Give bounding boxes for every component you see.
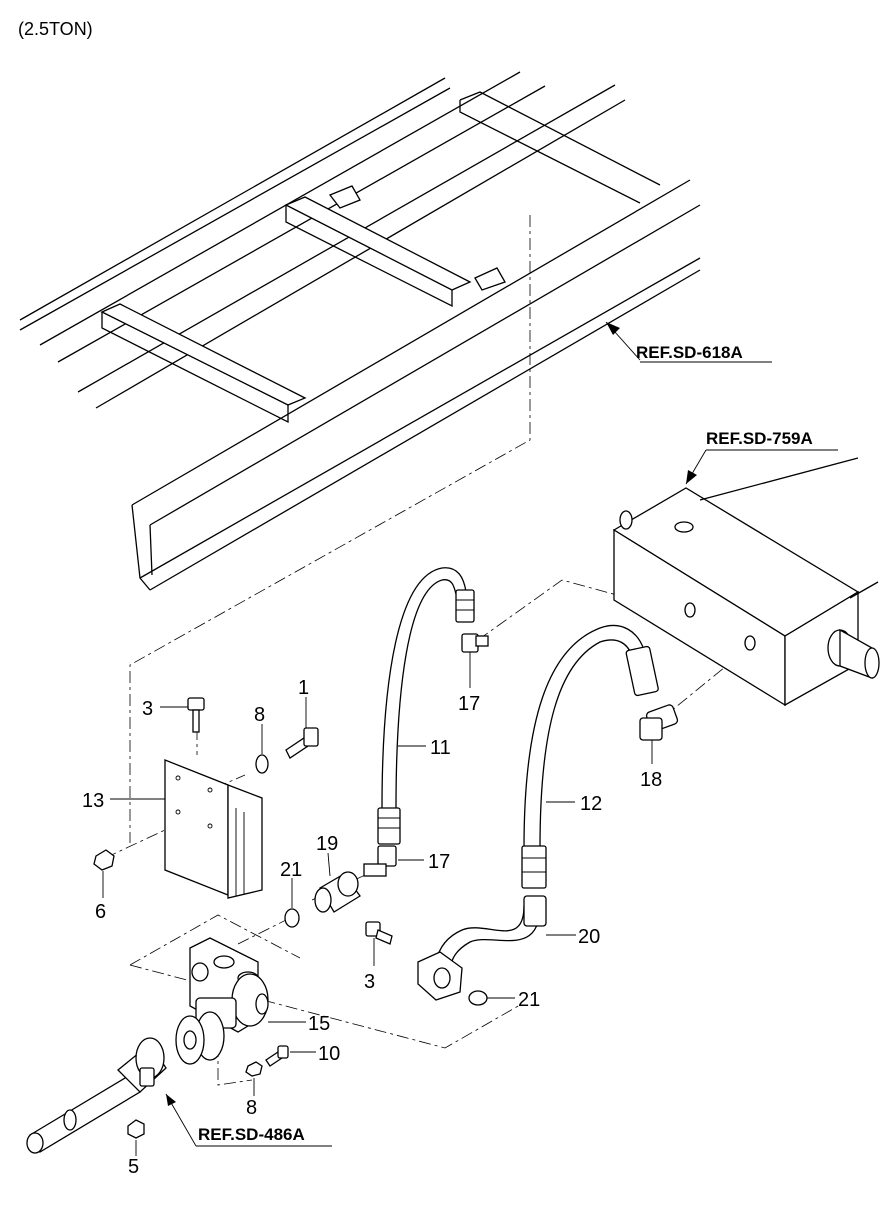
ref-shaft-callout: REF.SD-486A bbox=[165, 1093, 332, 1147]
part-label-15: 15 bbox=[308, 1013, 330, 1035]
washer-21-left bbox=[284, 908, 300, 928]
part-label-10: 10 bbox=[318, 1043, 340, 1065]
fitting-17-upper bbox=[461, 633, 489, 653]
part-label-12: 12 bbox=[580, 793, 602, 815]
driveshaft bbox=[26, 1037, 167, 1154]
bracket-13 bbox=[164, 759, 263, 899]
filter-19 bbox=[314, 871, 361, 913]
part-label-6: 6 bbox=[95, 901, 106, 923]
bolt-1 bbox=[285, 727, 319, 759]
fitting-17-lower bbox=[363, 845, 397, 877]
part-label-21-right: 21 bbox=[518, 989, 540, 1011]
ref-frame-label[interactable]: REF.SD-618A bbox=[636, 343, 743, 362]
part-label-13: 13 bbox=[82, 790, 104, 812]
ref-shaft-label[interactable]: REF.SD-486A bbox=[198, 1125, 305, 1144]
leader-lines bbox=[102, 652, 653, 1156]
part-label-8-upper: 8 bbox=[254, 704, 265, 726]
fitting-18 bbox=[639, 704, 679, 741]
bolt-3-lower bbox=[365, 921, 393, 945]
nut-5 bbox=[127, 1119, 145, 1139]
hose-11 bbox=[377, 567, 475, 845]
part-label-5: 5 bbox=[128, 1156, 139, 1178]
part-label-8-lower: 8 bbox=[246, 1097, 257, 1119]
part-label-11: 11 bbox=[430, 737, 451, 759]
part-label-18: 18 bbox=[640, 769, 662, 791]
pump-15 bbox=[175, 937, 269, 1065]
chassis-frame bbox=[19, 71, 701, 591]
ref-tank-label[interactable]: REF.SD-759A bbox=[706, 429, 813, 448]
washer-21-right bbox=[468, 990, 488, 1006]
part-label-17-upper: 17 bbox=[458, 693, 480, 715]
part-label-1: 1 bbox=[298, 677, 309, 699]
part-label-3-lower: 3 bbox=[364, 971, 375, 993]
washer-8-upper bbox=[255, 754, 269, 774]
diagram-title: (2.5TON) bbox=[18, 19, 93, 39]
pipe-20 bbox=[417, 895, 547, 1001]
bolt-10 bbox=[265, 1045, 289, 1067]
part-label-17-lower: 17 bbox=[428, 851, 450, 873]
fuel-tank bbox=[612, 457, 880, 707]
nut-6 bbox=[93, 849, 115, 871]
ref-tank-callout: REF.SD-759A bbox=[685, 429, 838, 485]
part-label-19: 19 bbox=[316, 833, 338, 855]
part-label-21-left: 21 bbox=[280, 859, 302, 881]
part-label-3-upper: 3 bbox=[142, 698, 153, 720]
washer-8-lower bbox=[245, 1061, 263, 1077]
bolt-3-upper bbox=[187, 697, 205, 733]
hose-12 bbox=[521, 624, 659, 889]
part-label-20: 20 bbox=[578, 926, 600, 948]
ref-frame-callout: REF.SD-618A bbox=[605, 321, 772, 363]
